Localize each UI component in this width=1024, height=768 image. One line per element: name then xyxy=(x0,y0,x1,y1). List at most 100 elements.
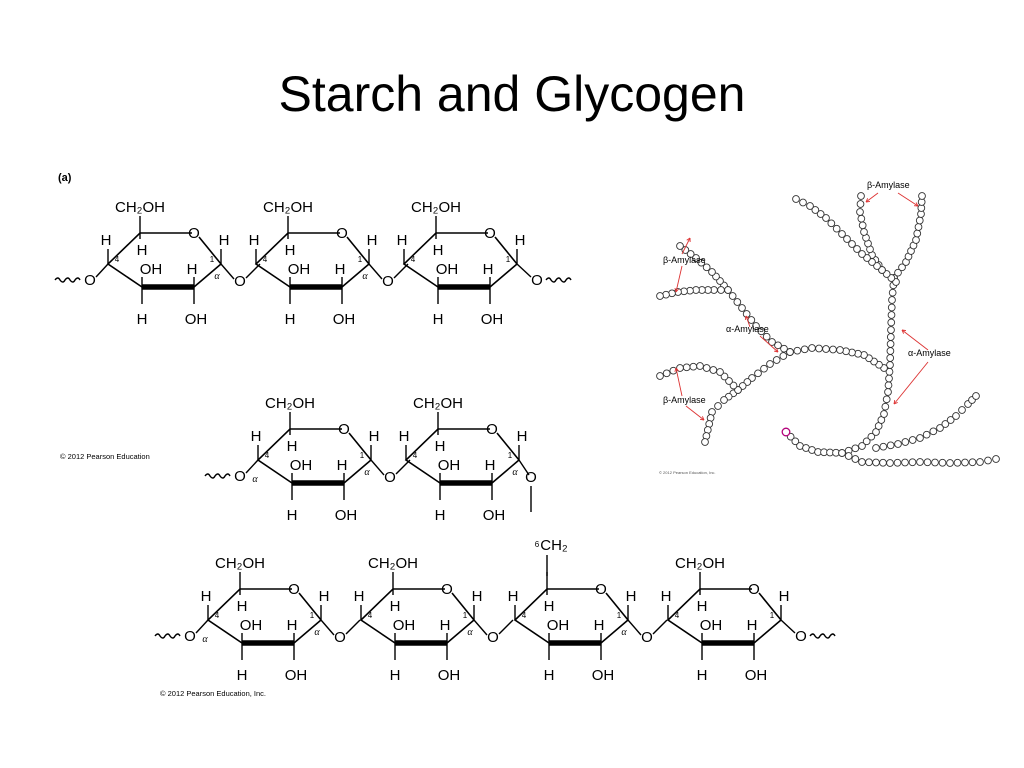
hydrogen: H xyxy=(101,232,112,249)
alpha-label: α xyxy=(314,627,320,638)
branching-diagram: β-Amylaseβ-Amylaseα-Amylaseα-Amylaseβ-Am… xyxy=(656,180,1000,467)
branch-oxygen: O xyxy=(525,469,537,486)
ring-edge xyxy=(343,459,372,484)
glycosidic-oxygen: O xyxy=(334,629,346,646)
terminal-oxygen: O xyxy=(84,272,96,289)
glucose-unit xyxy=(716,368,724,376)
ring-edge xyxy=(496,432,520,461)
alpha-amylase-label-middle: α-Amylase xyxy=(726,324,769,334)
glucose-unit xyxy=(879,442,888,451)
arrow-alpha-right-a xyxy=(901,329,929,351)
ch2oh-group: CH₂OH xyxy=(675,555,725,572)
glucose-unit xyxy=(976,458,984,466)
hydrogen: H xyxy=(249,232,260,249)
hydrogen: H xyxy=(137,242,148,259)
hydroxyl: OH xyxy=(436,261,459,278)
glucose-unit xyxy=(792,195,800,203)
glucose-unit xyxy=(856,200,865,208)
glucose-unit xyxy=(984,456,992,465)
ring-oxygen: O xyxy=(288,581,300,598)
carbon-number: 1 xyxy=(506,255,511,264)
carbon-number: 4 xyxy=(411,255,416,264)
hydrogen: H xyxy=(367,232,378,249)
glucose-unit xyxy=(886,340,895,348)
arrow-beta-top-b-head xyxy=(913,202,919,207)
hydrogen: H xyxy=(747,617,758,634)
glucose-unit xyxy=(760,364,768,373)
bond xyxy=(95,263,109,278)
ring-edge xyxy=(753,619,782,644)
copyright-note-top: © 2012 Pearson Education xyxy=(60,452,150,461)
ring-edge xyxy=(758,592,782,621)
enzyme-label-text: α-Amylase xyxy=(726,324,769,334)
ring-oxygen: O xyxy=(484,225,496,242)
glucose-unit xyxy=(800,345,809,354)
arrow-alpha-mid-b xyxy=(745,315,751,328)
ring-edge xyxy=(206,588,292,644)
hydrogen: H xyxy=(626,588,637,605)
glucose-unit xyxy=(916,434,924,442)
glucose-unit xyxy=(702,364,711,372)
hydrogen: H xyxy=(544,667,555,684)
carbon-number: 4 xyxy=(522,611,527,620)
hydroxyl: OH xyxy=(438,457,461,474)
hydrogen: H xyxy=(287,438,298,455)
arrow-alpha-right-b xyxy=(893,361,929,405)
glucose-unit xyxy=(879,458,887,467)
hydroxyl: OH xyxy=(285,667,308,684)
arrow-beta-left-a xyxy=(681,237,691,255)
glucose-unit xyxy=(815,344,823,353)
glucose-unit xyxy=(857,214,866,223)
ring-oxygen: O xyxy=(595,581,607,598)
glucose-unit xyxy=(946,416,955,424)
ch2oh-group: CH₂OH xyxy=(215,555,265,572)
glucose-unit xyxy=(856,208,864,216)
glycosidic-bond xyxy=(652,619,668,635)
glucose-unit xyxy=(938,458,947,467)
ring-oxygen: O xyxy=(748,581,760,598)
glycosidic-bond xyxy=(395,459,411,475)
hydrogen: H xyxy=(661,588,672,605)
bond xyxy=(516,263,532,278)
glucose-unit xyxy=(922,430,931,439)
glucose-unit xyxy=(829,345,837,354)
carbon-number: 4 xyxy=(265,451,270,460)
glucose-unit xyxy=(676,242,684,250)
chain-continuation xyxy=(154,633,181,639)
glucose-unit xyxy=(858,442,866,450)
glucose-unit xyxy=(747,316,756,324)
ch2-group: CH₂ xyxy=(540,537,568,554)
glucose-unit xyxy=(774,341,782,350)
ring-edge xyxy=(106,232,192,288)
glucose-unit xyxy=(887,311,896,319)
alpha-label: α xyxy=(467,627,473,638)
hydrogen: H xyxy=(440,617,451,634)
glucose-unit xyxy=(786,348,794,356)
beta-amylase-label-top: β-Amylase xyxy=(867,180,910,190)
glucose-unit xyxy=(885,374,893,383)
glucose-unit xyxy=(656,372,664,380)
carbon-number: 1 xyxy=(310,611,315,620)
ring-oxygen: O xyxy=(336,225,348,242)
glucose-unit xyxy=(887,303,896,312)
glucose-unit xyxy=(929,427,938,436)
ring-edge xyxy=(254,232,340,288)
glucose-unit xyxy=(901,458,909,467)
glucose-unit xyxy=(816,210,825,218)
terminal-oxygen: O xyxy=(795,628,807,645)
arrow-beta-left-b xyxy=(675,265,683,293)
hydroxyl: OH xyxy=(393,617,416,634)
glucose-unit xyxy=(848,240,856,248)
glucose-unit xyxy=(836,346,844,354)
glucose-unit xyxy=(858,458,866,466)
hydrogen: H xyxy=(219,232,230,249)
glucose-unit xyxy=(886,354,895,362)
hydrogen: H xyxy=(515,232,526,249)
glucose-unit xyxy=(702,263,711,272)
hydroxyl: OH xyxy=(592,667,615,684)
hydroxyl: OH xyxy=(335,507,358,524)
glucose-unit xyxy=(886,347,895,355)
